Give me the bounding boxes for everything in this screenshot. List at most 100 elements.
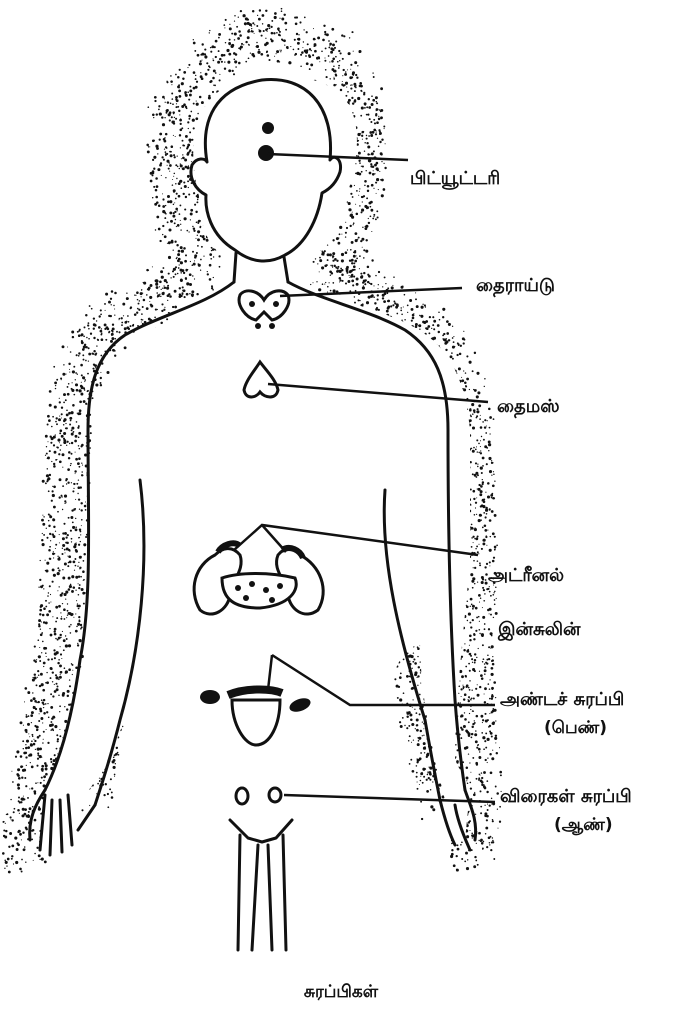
stipple-dot	[80, 534, 81, 535]
stipple-dot	[74, 570, 75, 571]
stipple-dot	[156, 292, 158, 294]
stipple-dot	[56, 617, 58, 619]
stipple-dot	[378, 271, 380, 273]
stipple-dot	[479, 775, 480, 776]
stipple-dot	[114, 355, 116, 357]
stipple-dot	[396, 313, 398, 315]
stipple-dot	[471, 580, 474, 583]
stipple-dot	[471, 658, 473, 660]
stipple-dot	[411, 723, 414, 726]
stipple-dot	[182, 154, 183, 155]
stipple-dot	[328, 282, 329, 283]
stipple-dot	[12, 781, 14, 783]
stipple-dot	[212, 77, 215, 80]
stipple-dot	[490, 536, 491, 537]
stipple-dot	[233, 52, 236, 55]
stipple-dot	[221, 54, 224, 57]
stipple-dot	[424, 768, 426, 770]
stipple-dot	[262, 14, 265, 17]
stipple-dot	[41, 770, 43, 772]
stipple-dot	[319, 61, 320, 62]
stipple-dot	[161, 289, 162, 290]
stipple-dot	[416, 765, 418, 767]
stipple-dot	[187, 144, 190, 147]
stipple-dot	[100, 382, 102, 384]
stipple-dot	[85, 360, 87, 362]
stipple-dot	[485, 579, 487, 581]
stipple-dot	[484, 623, 486, 625]
stipple-dot	[491, 462, 493, 464]
stipple-dot	[172, 215, 175, 218]
stipple-dot	[183, 247, 186, 250]
stipple-dot	[476, 410, 479, 413]
stipple-dot	[63, 432, 66, 435]
stipple-dot	[463, 331, 464, 332]
stipple-dot	[100, 334, 102, 336]
stipple-dot	[165, 102, 166, 103]
stipple-dot	[172, 184, 174, 186]
stipple-dot	[361, 275, 364, 278]
stipple-dot	[260, 53, 263, 56]
stipple-dot	[244, 22, 247, 25]
stipple-dot	[45, 560, 46, 561]
stipple-dot	[196, 201, 198, 203]
stipple-dot	[25, 744, 26, 745]
stipple-dot	[192, 119, 195, 122]
stipple-dot	[62, 345, 65, 348]
stipple-dot	[423, 742, 426, 745]
stipple-dot	[485, 827, 488, 830]
stipple-dot	[39, 609, 42, 612]
stipple-dot	[451, 849, 453, 851]
stipple-dot	[418, 325, 419, 326]
stipple-dot	[87, 390, 89, 392]
stipple-dot	[285, 29, 287, 31]
stipple-dot	[193, 192, 195, 194]
stipple-dot	[356, 258, 358, 260]
stipple-dot	[60, 618, 62, 620]
stipple-dot	[176, 244, 178, 246]
stipple-dot	[197, 199, 198, 200]
stipple-dot	[35, 749, 36, 750]
stipple-dot	[373, 285, 374, 286]
stipple-dot	[175, 198, 177, 200]
stipple-dot	[78, 608, 80, 610]
stipple-dot	[297, 38, 300, 41]
stipple-dot	[168, 294, 169, 295]
stipple-dot	[156, 185, 159, 188]
stipple-dot	[326, 76, 328, 78]
stipple-dot	[63, 618, 65, 620]
stipple-dot	[71, 538, 73, 540]
stipple-dot	[85, 501, 86, 502]
stipple-dot	[46, 453, 48, 455]
stipple-dot	[187, 91, 189, 93]
stipple-dot	[210, 51, 212, 53]
stipple-dot	[258, 29, 259, 30]
stipple-dot	[471, 697, 473, 699]
stipple-dot	[65, 635, 66, 636]
stipple-dot	[79, 509, 80, 510]
stipple-dot	[412, 699, 413, 700]
stipple-dot	[40, 782, 42, 784]
stipple-dot	[85, 536, 87, 538]
stipple-dot	[467, 783, 469, 785]
stipple-dot	[256, 42, 258, 44]
stipple-dot	[92, 368, 94, 370]
stipple-dot	[15, 861, 18, 864]
stipple-dot	[341, 259, 344, 262]
stipple-dot	[416, 772, 418, 774]
stipple-dot	[476, 545, 478, 547]
stipple-dot	[83, 335, 85, 337]
stipple-dot	[173, 135, 174, 136]
stipple-dot	[209, 264, 212, 267]
stipple-dot	[38, 808, 41, 811]
stipple-dot	[339, 233, 341, 235]
stipple-dot	[429, 767, 432, 770]
stipple-dot	[473, 411, 475, 413]
stipple-dot	[53, 526, 55, 528]
stipple-dot	[186, 230, 188, 232]
stipple-dot	[79, 409, 82, 412]
stipple-dot	[491, 694, 493, 696]
stipple-dot	[411, 308, 414, 311]
stipple-dot	[456, 354, 458, 356]
stipple-dot	[366, 106, 368, 108]
